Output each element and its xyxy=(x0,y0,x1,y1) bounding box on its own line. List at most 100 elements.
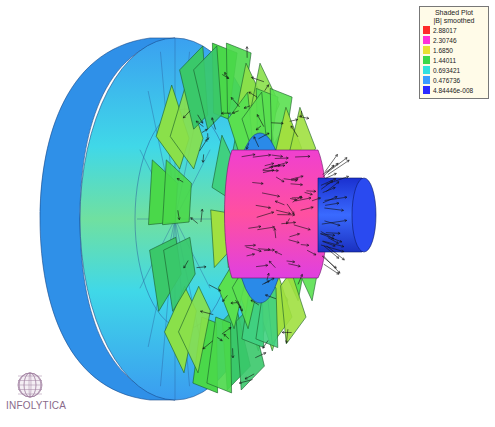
flux-arrow xyxy=(223,300,225,302)
flux-arrow xyxy=(326,182,339,192)
flux-arrow xyxy=(271,122,283,124)
flux-arrow xyxy=(245,378,247,379)
flux-arrow xyxy=(223,334,225,336)
flux-arrow xyxy=(199,139,207,151)
flux-arrow xyxy=(232,356,233,358)
logo xyxy=(18,373,42,397)
flux-arrow xyxy=(257,227,274,230)
flux-arrow xyxy=(272,249,274,250)
flux-arrow xyxy=(308,155,310,156)
flux-arrow xyxy=(335,266,337,268)
flux-arrow xyxy=(242,154,255,156)
flux-arrow xyxy=(308,228,310,230)
flux-arrow xyxy=(291,126,298,137)
flux-arrow xyxy=(184,261,188,269)
shaft-end xyxy=(352,178,376,252)
flux-arrow xyxy=(249,92,250,94)
flux-arrow xyxy=(238,301,243,311)
flux-arrow xyxy=(261,182,263,183)
flux-arrow xyxy=(285,161,287,163)
flux-arrow xyxy=(337,202,339,204)
flux-arrow xyxy=(202,154,204,162)
flux-arrow xyxy=(301,175,303,177)
flux-arrow xyxy=(283,165,285,166)
legend-value: 4.84446e-008 xyxy=(433,87,473,94)
flux-arrow xyxy=(254,137,259,147)
legend-value: 1.44011 xyxy=(433,57,456,64)
flux-arrow xyxy=(178,210,180,219)
flux-arrow xyxy=(254,137,256,138)
flux-arrow xyxy=(246,247,261,251)
flux-arrow xyxy=(342,245,344,247)
flux-arrow xyxy=(328,238,339,244)
flux-arrow xyxy=(202,121,203,123)
flux-arrow xyxy=(201,209,202,222)
flux-arrow xyxy=(264,249,274,251)
flux-arrow xyxy=(233,356,234,358)
flux-arrow xyxy=(239,380,252,384)
flux-arrow xyxy=(285,340,287,342)
flux-arrow xyxy=(272,163,274,165)
flux-arrow xyxy=(211,118,213,120)
flux-arrow xyxy=(325,203,339,205)
flux-arrow xyxy=(338,224,340,226)
flux-arrow xyxy=(196,121,203,127)
flux-arrow xyxy=(337,203,339,205)
flux-arrow xyxy=(282,332,292,333)
flux-arrow xyxy=(290,234,300,237)
stator-tooth xyxy=(179,286,211,373)
flux-arrow xyxy=(263,352,265,353)
flux-arrow xyxy=(342,250,344,252)
flux-arrow xyxy=(258,133,269,139)
flux-arrow xyxy=(276,171,278,172)
flux-arrow xyxy=(231,303,233,304)
flux-arrow xyxy=(281,122,283,123)
flux-arrow xyxy=(293,211,294,213)
flux-arrow xyxy=(297,241,299,243)
flux-arrow xyxy=(334,244,336,246)
flux-arrow xyxy=(311,206,313,208)
flux-arrow xyxy=(301,207,314,210)
flux-arrow xyxy=(253,155,271,157)
flux-arrow xyxy=(223,295,228,301)
flux-arrow xyxy=(252,253,254,255)
flux-arrow xyxy=(324,208,343,210)
flux-arrow xyxy=(203,348,205,349)
flux-arrow xyxy=(200,311,202,313)
logo xyxy=(18,389,42,390)
legend-swatch xyxy=(423,36,430,44)
flux-arrow xyxy=(245,374,254,379)
flux-arrow xyxy=(231,302,233,303)
flux-arrow xyxy=(299,196,301,197)
flux-arrow xyxy=(263,170,279,171)
flux-arrow xyxy=(208,137,209,139)
flux-arrow xyxy=(296,179,298,181)
flux-arrow xyxy=(309,197,311,199)
flux-arrow xyxy=(298,265,300,267)
flux-arrow xyxy=(326,232,340,234)
stator-tooth xyxy=(194,46,222,129)
flux-arrow xyxy=(196,121,197,123)
flux-arrow xyxy=(336,181,338,182)
flux-arrow xyxy=(183,117,185,119)
flux-arrow xyxy=(198,115,203,123)
flux-arrow xyxy=(184,267,186,268)
flux-arrow xyxy=(252,182,263,183)
flux-arrow xyxy=(334,173,336,174)
flux-arrow xyxy=(318,197,320,198)
flux-arrow xyxy=(307,250,316,255)
flux-arrow xyxy=(269,155,271,156)
flux-arrow xyxy=(322,220,347,224)
flux-arrow xyxy=(295,118,297,120)
flux-arrow xyxy=(281,123,283,124)
flux-arrow xyxy=(307,117,309,119)
flux-arrow xyxy=(345,157,347,158)
flux-arrow xyxy=(232,111,234,113)
flux-arrow xyxy=(300,197,302,198)
legend-title: |B| smoothed xyxy=(420,17,488,25)
flux-arrow xyxy=(275,201,277,203)
flux-arrow xyxy=(275,228,276,230)
flux-arrow xyxy=(265,295,276,299)
flux-arrow xyxy=(333,187,335,188)
legend-row: 0.693421 xyxy=(423,65,488,75)
